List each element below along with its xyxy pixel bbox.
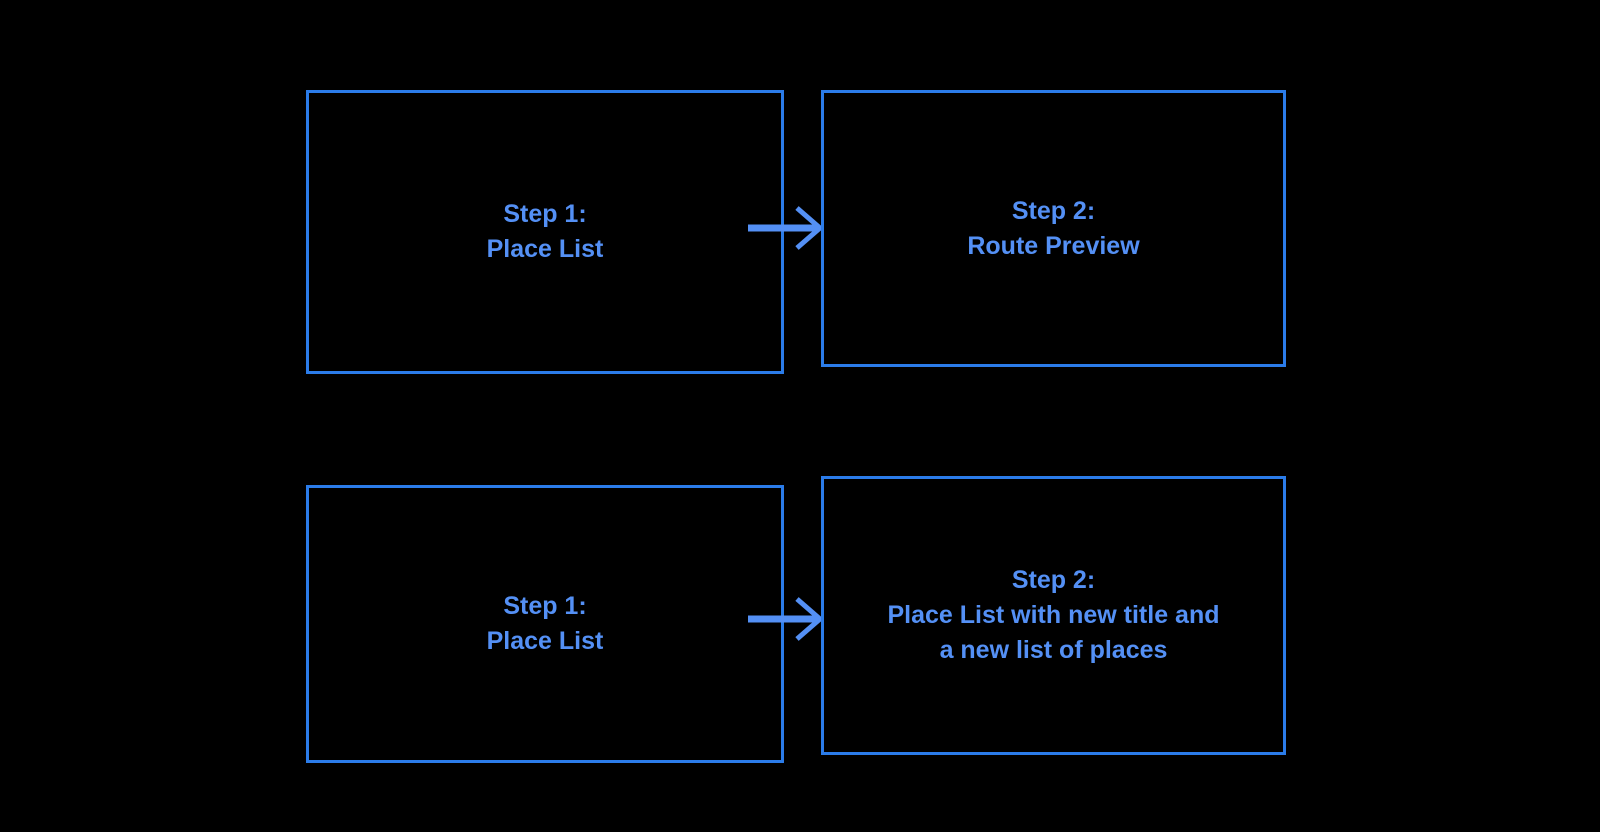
step-box-label: Step 1: Place List <box>486 592 604 655</box>
step-box-label: Step 2: Place List with new title and a … <box>887 566 1220 664</box>
flow-row-new-place-list: Step 1: Place List Step 2: Place List wi… <box>0 476 1600 763</box>
step-box-new-place-list-row2[interactable]: Step 2: Place List with new title and a … <box>821 476 1286 755</box>
step-box-label: Step 2: Route Preview <box>967 196 1140 260</box>
flow-row-route-preview: Step 1: Place List Step 2: Route Preview <box>0 90 1600 374</box>
step-box-place-list-row1[interactable]: Step 1: Place List <box>306 90 784 374</box>
step-box-place-list-row2[interactable]: Step 1: Place List <box>306 485 784 763</box>
step-box-route-preview-row1[interactable]: Step 2: Route Preview <box>821 90 1286 367</box>
step-box-label: Step 1: Place List <box>486 200 604 263</box>
